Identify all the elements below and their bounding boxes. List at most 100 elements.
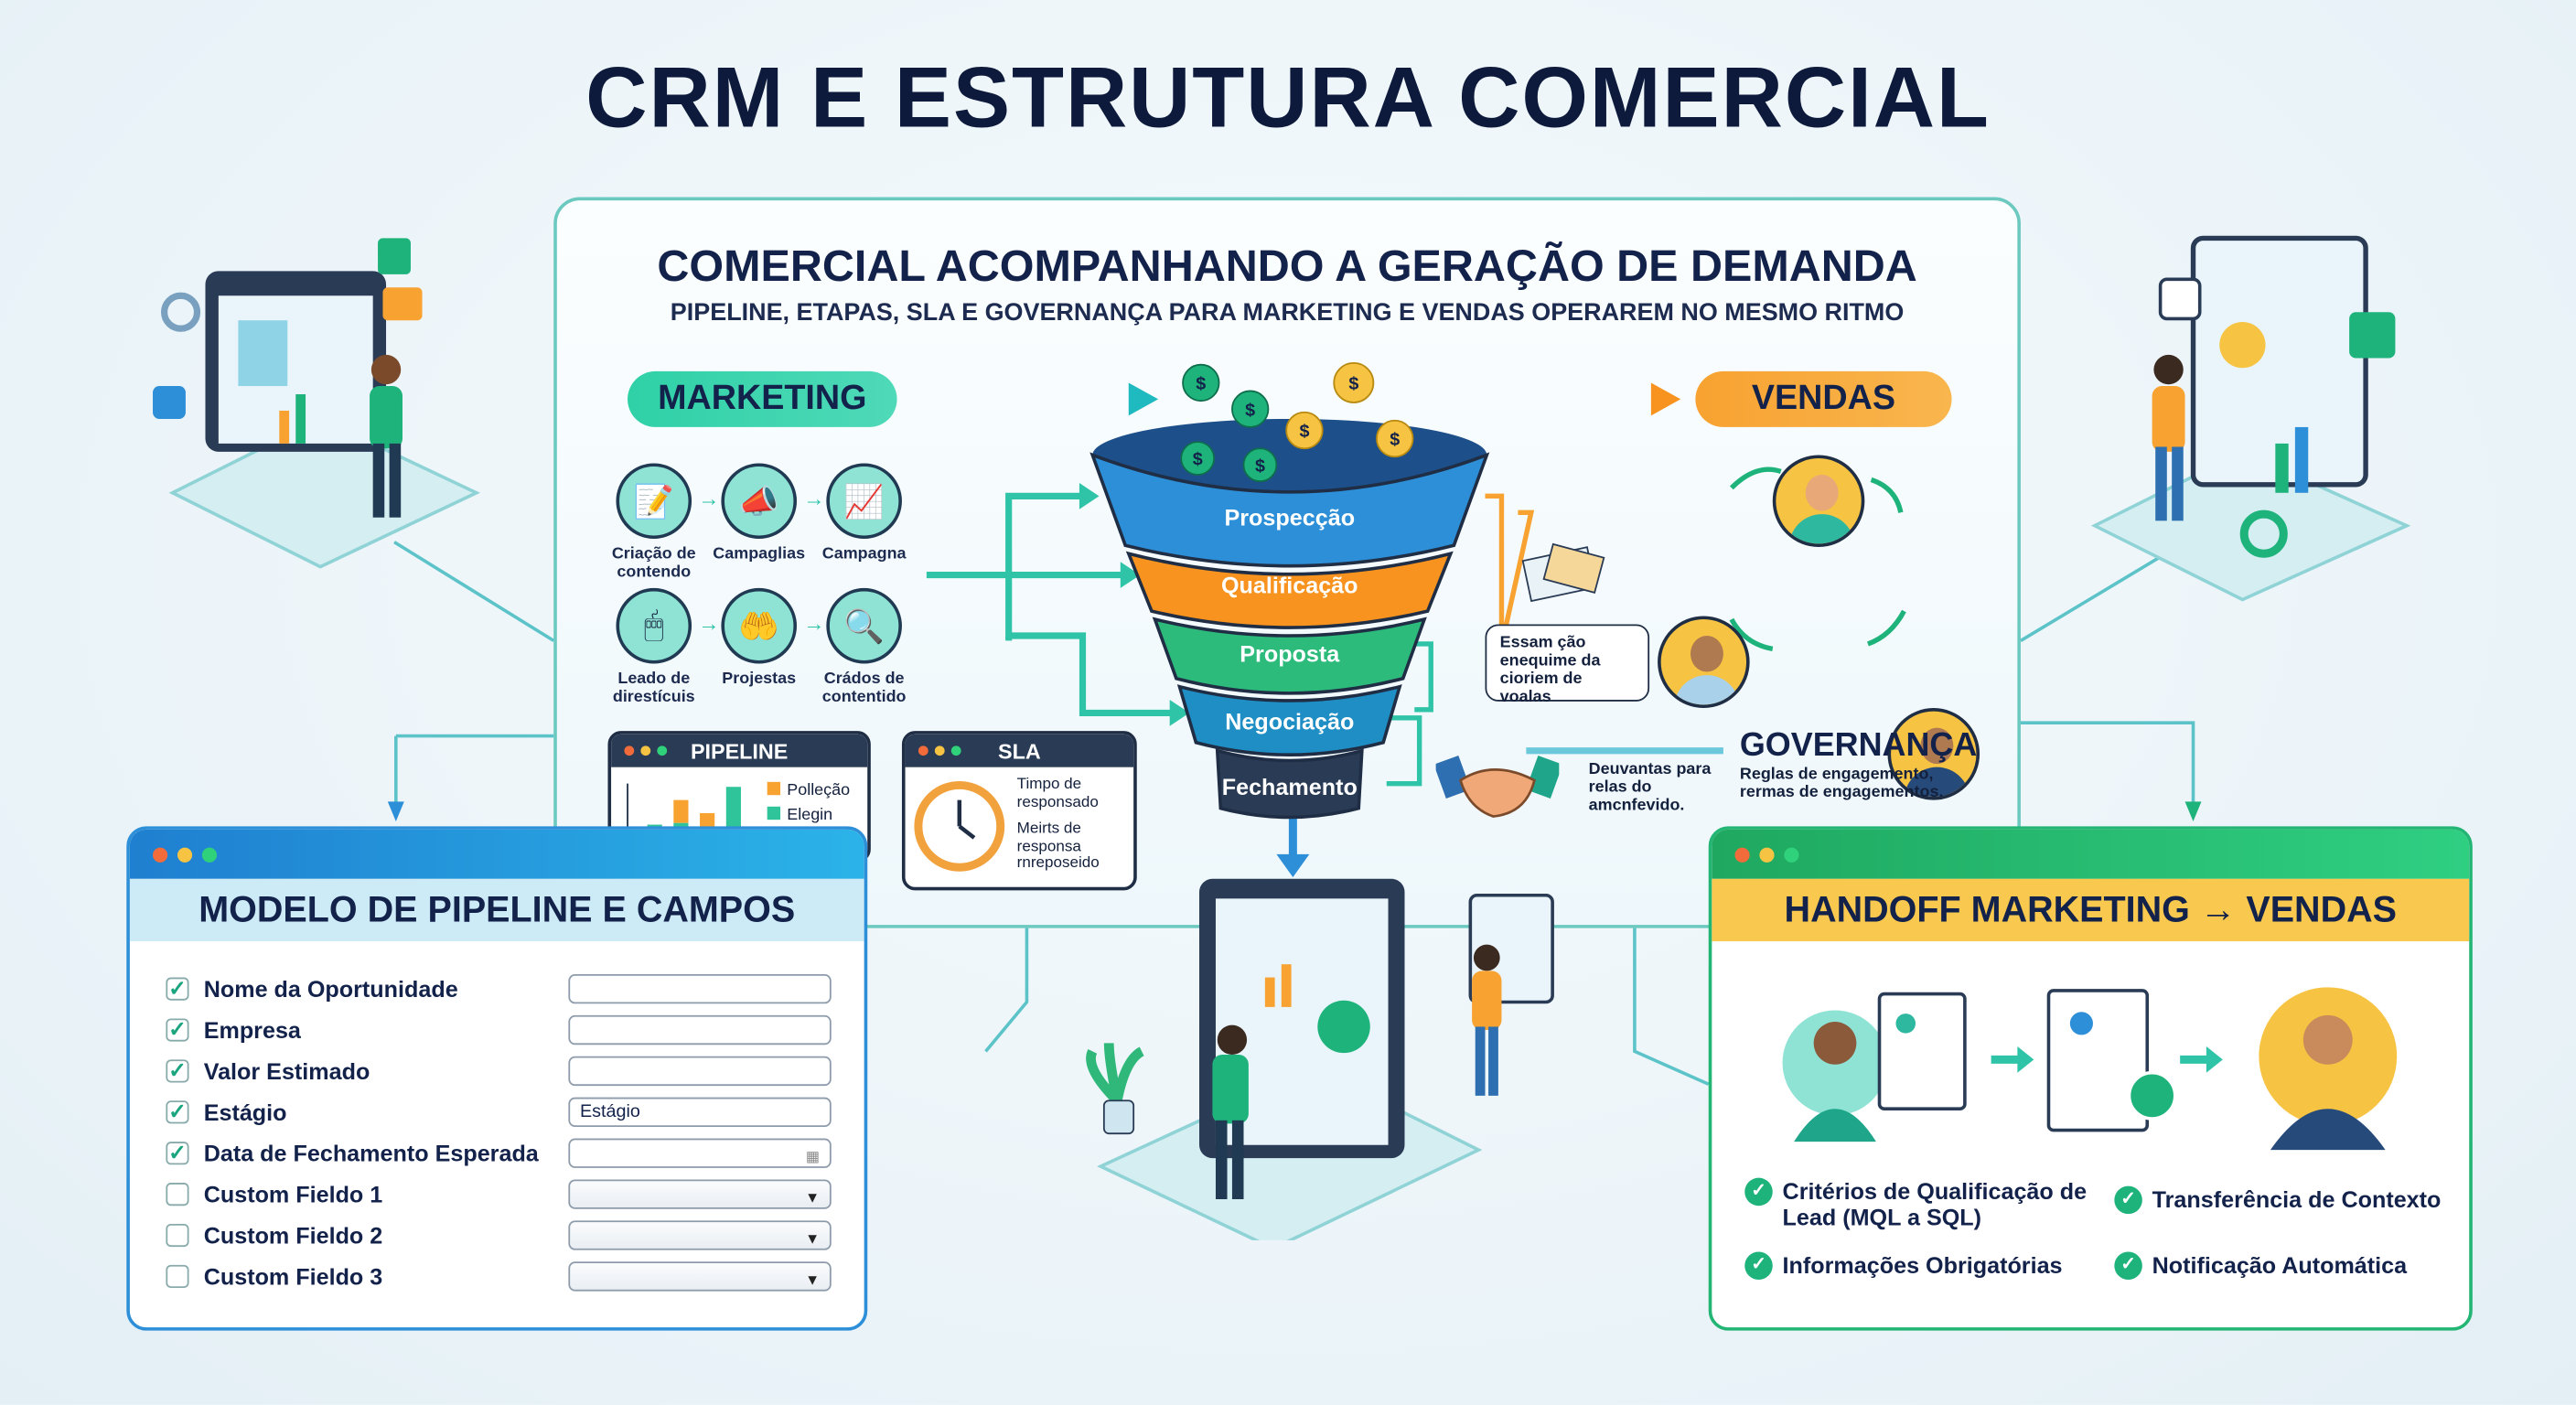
coin-icon: $ (1245, 400, 1255, 420)
marketing-step-label: Projestas (722, 670, 797, 689)
pipeline-window-title: PIPELINE (690, 738, 789, 764)
monitor-chart-icon: 📈 (826, 463, 902, 540)
funnel-stage: Negociação (1225, 708, 1355, 735)
megaphone-icon: 📣 (721, 463, 798, 540)
funnel-stage: Fechamento (1221, 773, 1358, 800)
arrow-right-icon: → (803, 611, 825, 637)
document-search-icon: 🔍 (826, 587, 902, 664)
field-label: Empresa (203, 1016, 301, 1044)
field-checkbox[interactable]: ✓ (166, 1142, 189, 1165)
panel-title: HANDOFF MARKETING → VENDAS (1712, 878, 2470, 942)
field-label: Custom Fieldo 3 (203, 1263, 383, 1290)
panel-title: MODELO DE PIPELINE E CAMPOS (129, 878, 864, 942)
check-icon: ✓ (1744, 1251, 1773, 1281)
chevron-down-icon: ▼ (805, 1230, 821, 1248)
team-dashboard-illustration (1086, 878, 1554, 1240)
avatar (1772, 455, 1865, 548)
vendas-pill: VENDAS (1695, 370, 1952, 427)
handoff-illustration (1782, 987, 2398, 1151)
field-row: Custom Fieldo 2 ▼ (166, 1219, 832, 1252)
field-checkbox[interactable] (166, 1183, 189, 1207)
field-label: Custom Fieldo 2 (203, 1222, 383, 1249)
handshake-icon (1435, 755, 1560, 818)
field-row: ✓ Nome da Oportunidade (166, 972, 832, 1005)
window-titlebar (1712, 829, 2470, 879)
chevron-down-icon: ▼ (805, 1189, 821, 1207)
field-input[interactable]: ▼ (568, 1179, 832, 1209)
coin-icons: $$$$$$$ (1180, 361, 1414, 483)
check-icon: ✓ (2114, 1251, 2142, 1281)
chevron-down-icon: ▼ (805, 1271, 821, 1288)
document-pencil-icon: 📝 (616, 463, 692, 540)
analyst-monitor-illustration (153, 238, 481, 569)
clock-icon (914, 780, 1005, 872)
documents-icon (1521, 542, 1605, 603)
sales-funnel: $$$$$$$ (1089, 361, 1490, 820)
field-label: Data de Fechamento Esperada (203, 1140, 539, 1167)
field-checkbox[interactable]: ✓ (166, 1100, 189, 1124)
field-label: Nome da Oportunidade (203, 975, 458, 1003)
field-checkbox[interactable]: ✓ (166, 977, 189, 1001)
marketing-step-label: Campaglias (713, 545, 806, 563)
field-input[interactable]: ▼ (568, 1261, 832, 1292)
field-row: ✓ Estágio Estágio (166, 1096, 832, 1129)
arrow-right-icon: → (698, 486, 720, 511)
check-icon: ✓ (2114, 1185, 2142, 1215)
funnel-stage: Proposta (1240, 640, 1340, 668)
governance-text: Reglas de engagemento, rermas de engagem… (1739, 765, 1944, 802)
hand-offer-icon: 🤲 (721, 587, 798, 664)
field-input[interactable]: ▦ (568, 1138, 832, 1168)
page-title: CRM E ESTRUTURA COMERCIAL (585, 50, 1991, 146)
governance-title: GOVERNANÇA (1739, 727, 1978, 765)
marketing-pill: MARKETING (628, 370, 897, 427)
field-row: ✓ Data de Fechamento Esperada ▦ (166, 1137, 832, 1170)
field-input[interactable] (568, 1014, 832, 1046)
field-row: ✓ Empresa (166, 1014, 832, 1046)
marketing-step-label: Campagna (821, 545, 907, 563)
funnel-stage: Prospecção (1224, 504, 1356, 531)
sla-item: Timpo de responsado (1016, 775, 1099, 811)
central-subheading: PIPELINE, ETAPAS, SLA E GOVERNANÇA PARA … (670, 298, 1905, 327)
legend-item: Polleção (767, 778, 850, 803)
avatar (1658, 616, 1750, 709)
field-input[interactable] (568, 973, 832, 1004)
sla-window: SLA Timpo de responsado Meirts de respon… (901, 731, 1137, 891)
field-checkbox[interactable] (166, 1223, 189, 1248)
field-row: Custom Fieldo 1 ▼ (166, 1178, 832, 1211)
field-label: Custom Fieldo 1 (203, 1181, 383, 1207)
marketing-step-label: Leado de direstícuis (612, 670, 695, 707)
sla-window-title: SLA (998, 738, 1041, 764)
field-input[interactable] (568, 1056, 832, 1087)
coin-icon: $ (1299, 422, 1309, 442)
coin-icon: $ (1255, 456, 1265, 476)
field-checkbox[interactable]: ✓ (166, 1018, 189, 1042)
pipeline-fields-panel: MODELO DE PIPELINE E CAMPOS ✓ Nome da Opo… (126, 826, 868, 1331)
coin-icon: $ (1193, 449, 1203, 469)
calendar-icon: ▦ (805, 1148, 821, 1165)
presenter-dashboard-illustration (2090, 235, 2411, 602)
field-input[interactable]: ▼ (568, 1220, 832, 1250)
legend-item: Elegin (767, 803, 850, 828)
field-label: Estágio (203, 1099, 287, 1126)
handoff-bullet: ✓Informações Obrigatórias (1744, 1251, 2098, 1281)
arrow-right-icon: → (803, 486, 825, 511)
coin-icon: $ (1390, 430, 1400, 450)
coin-icon: $ (1196, 374, 1206, 394)
central-panel: COMERCIAL ACOMPANHANDO A GERAÇÃO DE DEMA… (553, 197, 2021, 959)
flow-arrows (909, 382, 1906, 878)
check-icon: ✓ (1744, 1177, 1773, 1207)
funnel-stage: Qualificação (1220, 571, 1358, 598)
handshake-text: Deuvantas para relas do amcnfevido. (1588, 760, 1712, 815)
marketing-step-label: Criação de contendo (611, 545, 696, 582)
field-checkbox[interactable]: ✓ (166, 1059, 189, 1083)
sla-item: Meirts de responsa rnreposeido (1016, 820, 1100, 873)
handoff-panel: HANDOFF MARKETING → VENDAS ✓Critérios de… (1708, 826, 2473, 1331)
field-input[interactable]: Estágio (568, 1097, 832, 1127)
marketing-step-label: Crádos de contentido (821, 670, 907, 707)
field-row: Custom Fieldo 3 ▼ (166, 1260, 832, 1292)
arrow-right-icon: → (698, 611, 720, 637)
handoff-bullet: ✓Critérios de Qualificação de Lead (MQL … (1744, 1177, 2098, 1230)
field-checkbox[interactable] (166, 1264, 189, 1288)
